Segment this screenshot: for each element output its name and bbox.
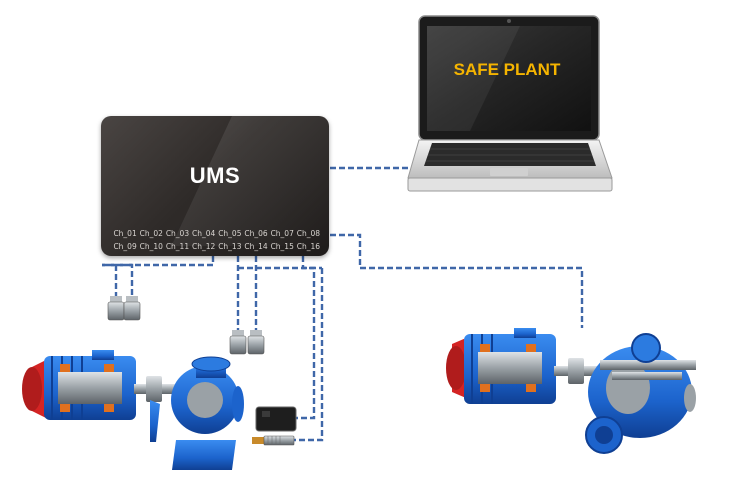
ums-label: UMS	[189, 163, 241, 188]
channel-label: Ch_07	[270, 229, 294, 238]
channel-row-1: Ch_01 Ch_02 Ch_03 Ch_04 Ch_05 Ch_06 Ch_0…	[112, 229, 322, 238]
laptop-screen-text: SAFE PLANT	[453, 60, 561, 79]
cable-proximity-probe	[292, 268, 324, 442]
channel-label: Ch_06	[244, 229, 268, 238]
pump-motor-icon	[22, 350, 244, 470]
channel-label: Ch_15	[270, 242, 294, 251]
cable-ums-bottom-trunk	[102, 256, 215, 267]
laptop-icon	[407, 15, 613, 192]
channel-label: Ch_13	[218, 242, 242, 251]
channel-label: Ch_12	[192, 242, 216, 251]
cable-network	[102, 166, 584, 442]
channel-label: Ch_10	[139, 242, 163, 251]
channel-label: Ch_04	[192, 229, 216, 238]
vibration-sensor-icon	[229, 330, 265, 355]
channel-label: Ch_09	[113, 242, 137, 251]
proximity-probe-icon	[252, 435, 295, 446]
cable-sensor-1	[102, 263, 134, 296]
channel-label: Ch_16	[296, 242, 321, 251]
channel-label: Ch_05	[218, 229, 242, 238]
channel-label: Ch_02	[139, 229, 163, 238]
cable-speed-sensor	[296, 256, 316, 420]
channel-row-2: Ch_09 Ch_10 Ch_11 Ch_12 Ch_13 Ch_14 Ch_1…	[112, 242, 322, 251]
cable-ums-to-pump2-sensor	[330, 233, 584, 328]
channel-label: Ch_11	[165, 242, 190, 251]
pump-motor-icon	[446, 328, 696, 454]
vibration-sensor-icon	[107, 296, 141, 321]
channel-label: Ch_08	[296, 229, 321, 238]
channel-label: Ch_01	[113, 229, 137, 238]
channel-label: Ch_03	[165, 229, 190, 238]
ums-controller: UMS Ch_01 Ch_02 Ch_03 Ch_04 Ch_05 Ch_06 …	[101, 116, 329, 256]
speed-sensor-icon	[255, 406, 297, 432]
channel-label: Ch_14	[244, 242, 268, 251]
